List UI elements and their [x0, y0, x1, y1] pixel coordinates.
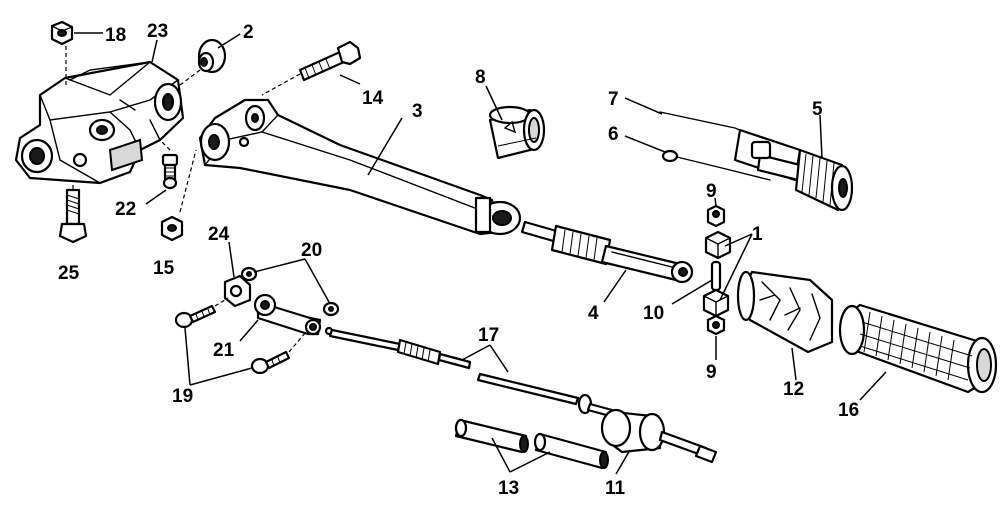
part-17-cable-rear [476, 372, 614, 418]
part-9-upper-screw [706, 204, 726, 228]
callout-1: 1 [752, 224, 763, 245]
callout-8: 8 [475, 67, 486, 88]
part-4-throttle-shaft [520, 220, 694, 284]
part-8-bushing [488, 105, 546, 160]
part-19-screw-a [174, 304, 217, 329]
part-14-bolt [298, 40, 362, 82]
assembly-line-22 [159, 139, 171, 151]
assembly-line-19b [288, 331, 307, 353]
callout-23: 23 [147, 21, 168, 42]
callout-25: 25 [58, 263, 80, 284]
part-10-pin [710, 260, 722, 292]
part-3-tiller-arm [198, 98, 522, 236]
part-18-nut [50, 20, 74, 46]
part-22-grease-fitting [161, 153, 179, 190]
callout-9-upper: 9 [706, 181, 717, 202]
callout-21: 21 [213, 340, 235, 361]
part-19-screw-b [250, 350, 291, 375]
callout-13: 13 [498, 478, 519, 499]
part-15-nut [160, 215, 184, 242]
callout-20: 20 [301, 240, 322, 261]
callout-17: 17 [478, 325, 499, 346]
callout-24: 24 [208, 224, 230, 245]
callout-19: 19 [172, 386, 193, 407]
part-6-cable-end [661, 149, 771, 181]
part-5-throttle-housing [733, 128, 854, 212]
callout-18: 18 [105, 25, 126, 46]
callout-22: 22 [115, 199, 136, 220]
part-9-lower-screw [706, 314, 726, 336]
assembly-line-19a [214, 297, 229, 307]
callout-labels: 18 23 2 14 3 8 7 5 6 22 9 1 25 15 24 20 … [58, 21, 859, 499]
part-2-washer [197, 38, 227, 74]
callout-15: 15 [153, 258, 175, 279]
callout-3: 3 [412, 101, 423, 122]
part-24-link [223, 274, 252, 308]
part-13-tube-a [454, 418, 529, 454]
callout-7: 7 [608, 89, 619, 110]
part-17-cable-front [324, 326, 472, 370]
callout-5: 5 [812, 99, 823, 120]
assembly-line-2 [179, 69, 201, 86]
part-20-washer-a [240, 266, 258, 282]
part-11-weight [600, 408, 718, 464]
part-20-washer-b [322, 301, 340, 317]
callout-16: 16 [838, 400, 859, 421]
assembly-line-14 [261, 73, 301, 96]
callout-14: 14 [362, 88, 384, 109]
callout-10: 10 [643, 303, 664, 324]
part-25-bolt [58, 188, 88, 244]
part-1-lower-block [702, 288, 730, 318]
part-23-mounting-bracket [14, 60, 185, 185]
leader-lines [74, 32, 887, 475]
part-13-tube-b [533, 432, 609, 470]
part-21-link-arm [253, 293, 322, 336]
callout-6: 6 [608, 124, 619, 145]
callout-11: 11 [605, 478, 626, 499]
part-1-upper-block [704, 230, 732, 260]
part-12-grip-sleeve [736, 270, 834, 354]
callout-2: 2 [243, 22, 254, 43]
callout-4: 4 [588, 303, 599, 324]
callout-9-lower: 9 [706, 362, 717, 383]
callout-12: 12 [783, 379, 804, 400]
assembly-line-15 [179, 149, 197, 213]
part-16-grip [838, 303, 998, 394]
